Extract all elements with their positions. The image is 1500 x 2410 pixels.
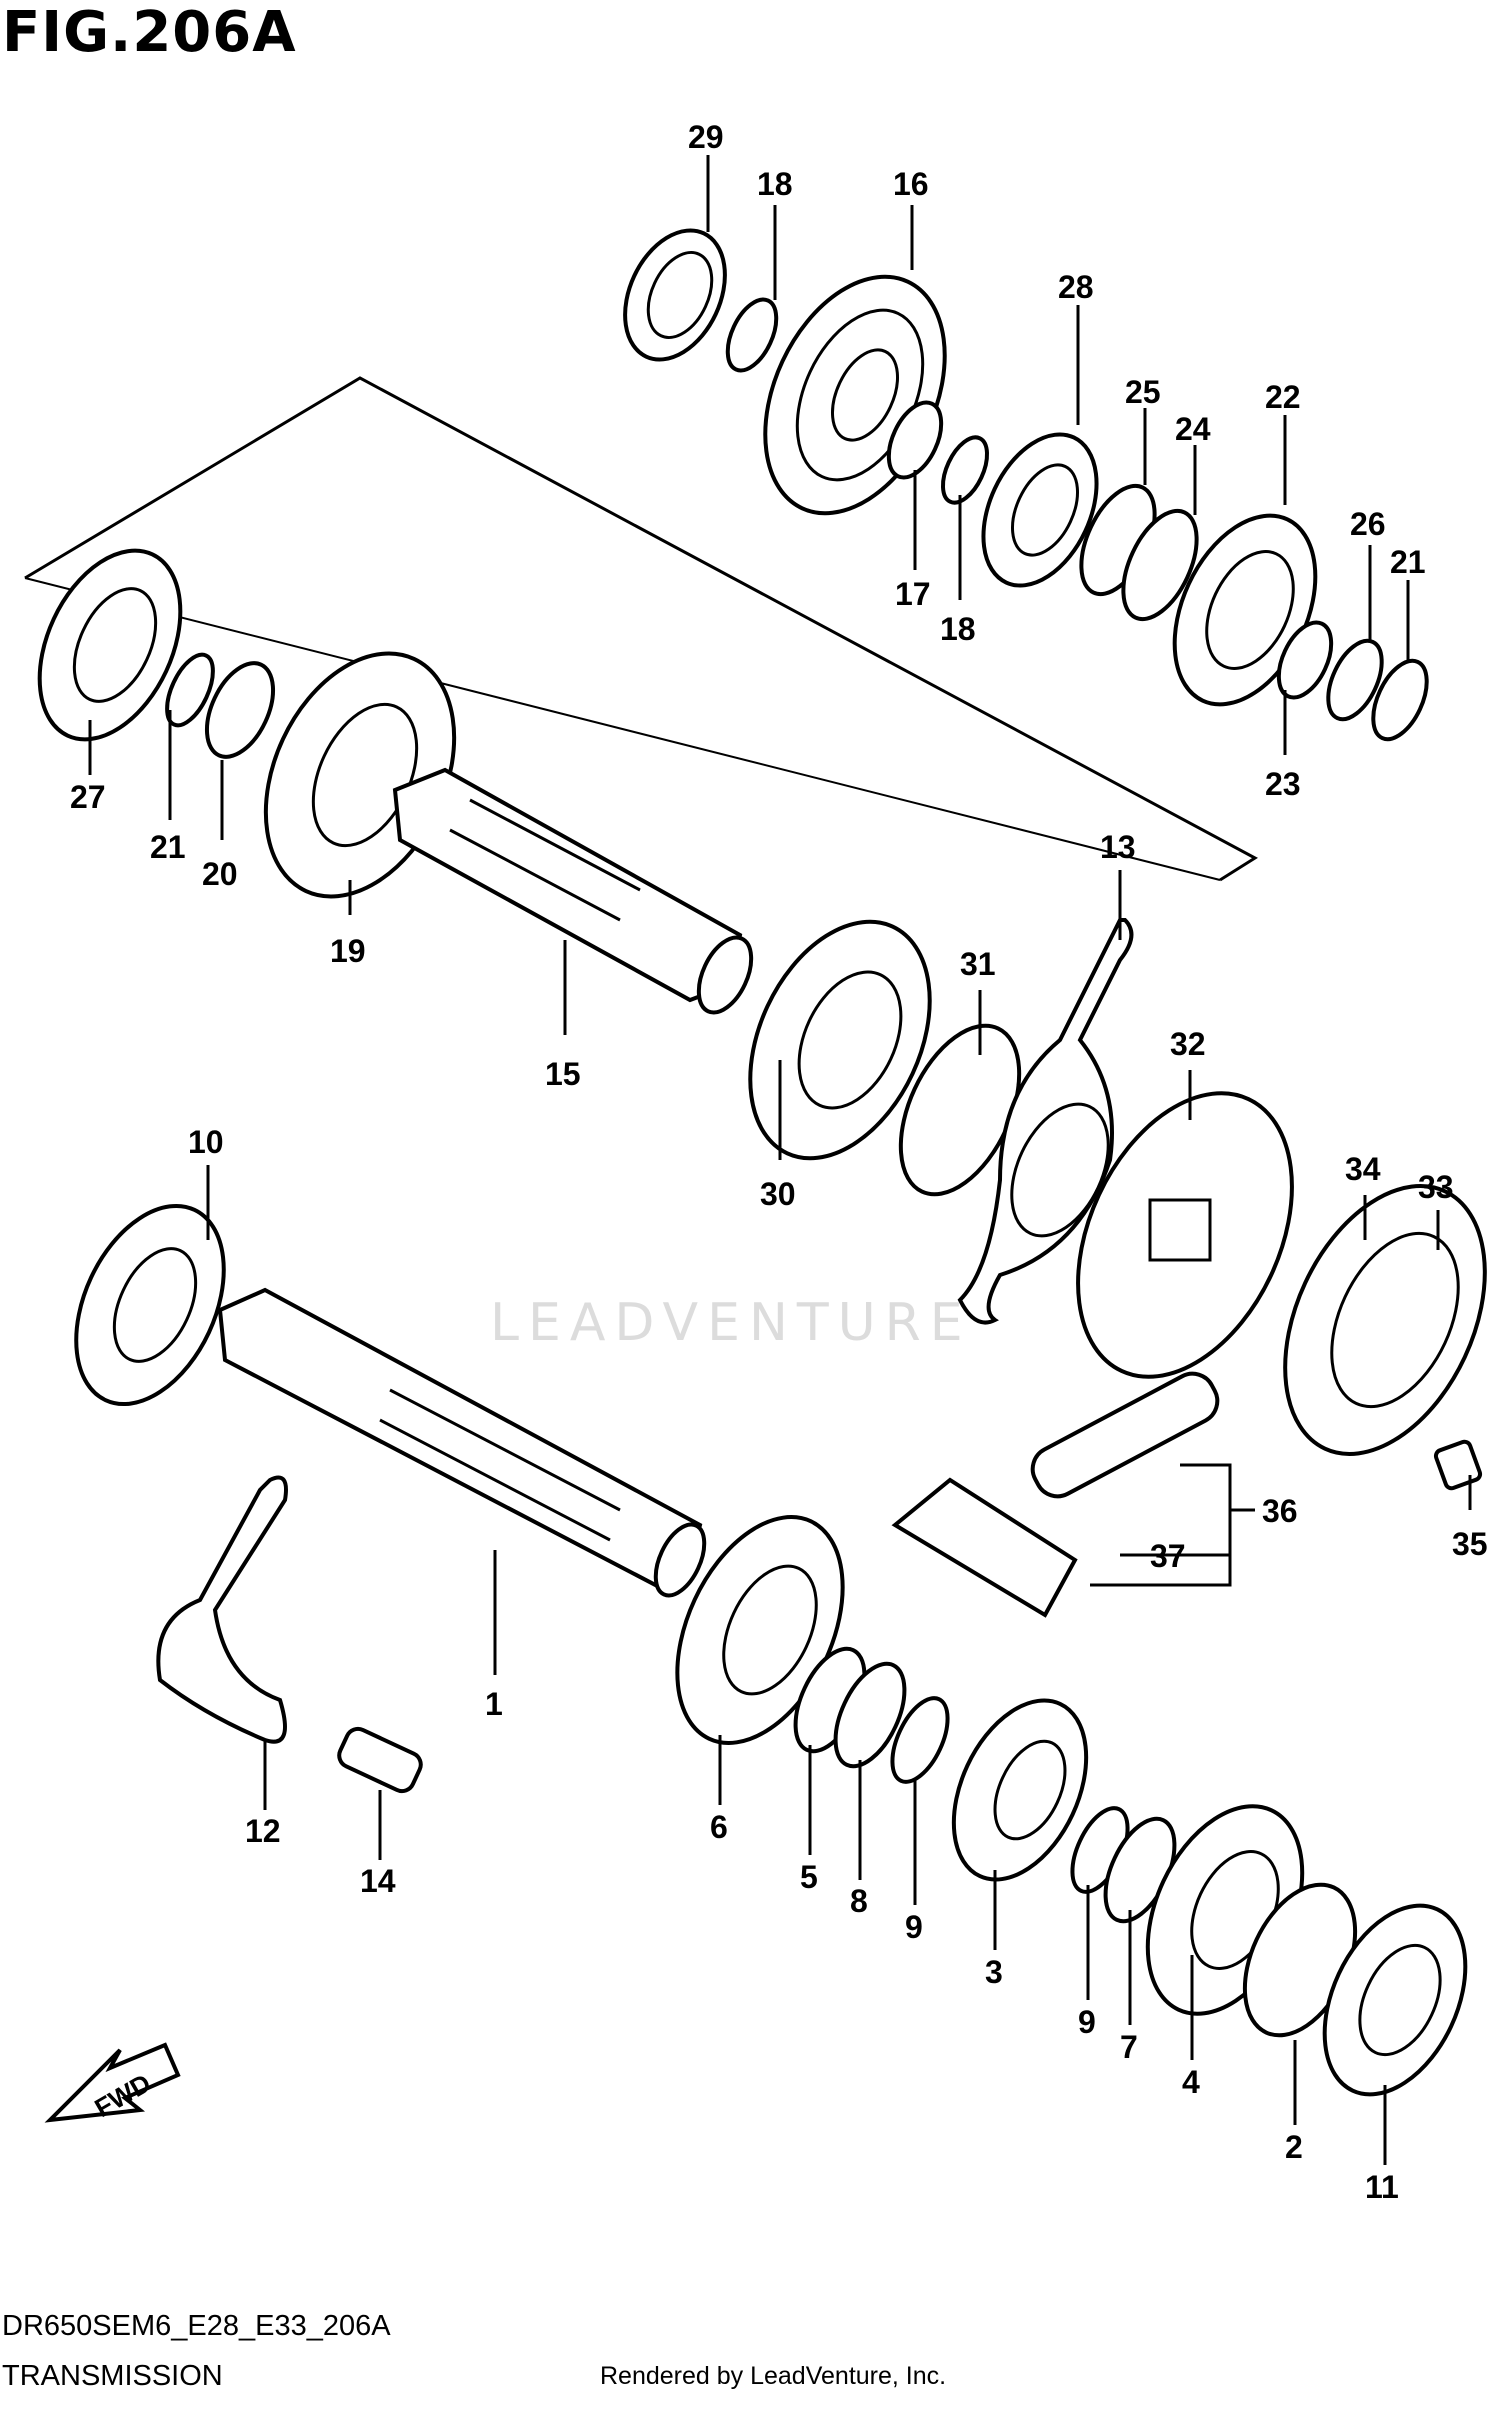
bushing-17	[886, 400, 944, 480]
bushing-20	[204, 661, 276, 759]
pin-14	[337, 1726, 423, 1794]
callout-17: 17	[895, 576, 931, 612]
callout-10: 10	[188, 1124, 224, 1160]
group-frame	[24, 376, 1258, 882]
bushing-24	[1121, 508, 1199, 622]
callout-20: 20	[202, 856, 238, 892]
callout-5: 5	[800, 1859, 818, 1895]
shim-18a	[725, 297, 779, 373]
callout-19: 19	[330, 933, 366, 969]
callout-25: 25	[1125, 374, 1161, 410]
retainer-12	[156, 1475, 288, 1744]
callout-36: 36	[1262, 1493, 1298, 1529]
fwd-arrow-icon: FWD	[44, 2042, 181, 2123]
callout-27: 27	[70, 779, 106, 815]
model-code: DR650SEM6_E28_E33_206A	[2, 2310, 391, 2342]
callout-29: 29	[688, 119, 724, 155]
callout-1: 1	[485, 1686, 503, 1722]
callout-22: 22	[1265, 379, 1301, 415]
render-credit: Rendered by LeadVenture, Inc.	[600, 2362, 947, 2390]
bearing-30	[748, 919, 932, 1161]
washer-26	[1326, 638, 1384, 722]
driveshaft-15	[392, 767, 754, 1015]
countershaft-1	[217, 1287, 707, 1598]
callout-4: 4	[1182, 2064, 1200, 2100]
callout-21-right: 21	[1390, 544, 1426, 580]
callout-9-left: 9	[905, 1909, 923, 1945]
gear-22	[1172, 513, 1318, 707]
leader-lines	[88, 155, 1472, 2165]
sprocket-32	[1076, 1091, 1294, 1379]
callout-15: 15	[545, 1056, 581, 1092]
callout-35: 35	[1452, 1526, 1488, 1562]
callout-30: 30	[760, 1176, 796, 1212]
callout-9-right: 9	[1078, 2004, 1096, 2040]
bracket-36-37	[1090, 1463, 1232, 1587]
washer-8	[833, 1661, 907, 1769]
callout-18-lower: 18	[940, 611, 976, 647]
circlip-21b	[1371, 658, 1429, 742]
master-link-37	[891, 1477, 1078, 1618]
callout-3: 3	[985, 1954, 1003, 1990]
gear-16	[763, 274, 947, 516]
callout-21-left: 21	[150, 829, 186, 865]
figure-title: FIG.206A	[2, 0, 297, 65]
circlip-21a	[165, 652, 215, 728]
callout-18: 18	[757, 166, 793, 202]
callout-2: 2	[1285, 2129, 1303, 2165]
callout-34: 34	[1345, 1151, 1381, 1187]
gear-27	[37, 548, 183, 742]
callout-37: 37	[1150, 1538, 1186, 1574]
callout-16: 16	[893, 166, 929, 202]
callout-26: 26	[1350, 506, 1386, 542]
callout-23: 23	[1265, 766, 1301, 802]
figure-name: TRANSMISSION	[2, 2360, 223, 2392]
callout-24: 24	[1175, 411, 1211, 447]
callout-14: 14	[360, 1863, 396, 1899]
callout-13: 13	[1100, 829, 1136, 865]
callout-12: 12	[245, 1813, 281, 1849]
plate-13	[957, 918, 1134, 1325]
callout-33: 33	[1418, 1169, 1454, 1205]
callout-8: 8	[850, 1883, 868, 1919]
watermark: LEADVENTURE	[490, 1293, 972, 1353]
gear-28	[981, 432, 1099, 588]
bearing-29	[623, 228, 727, 362]
sprocket-plate-33	[1283, 1184, 1487, 1456]
bearing-10	[74, 1203, 226, 1407]
bolt-35	[1433, 1439, 1483, 1491]
bearing-11	[1322, 1903, 1468, 2097]
callout-11: 11	[1365, 2169, 1399, 2205]
callout-6: 6	[710, 1809, 728, 1845]
callout-7: 7	[1120, 2029, 1138, 2065]
bushing-23	[1276, 620, 1334, 700]
circlip-9a	[890, 1696, 950, 1784]
callout-28: 28	[1058, 269, 1094, 305]
callout-32: 32	[1170, 1026, 1206, 1062]
washer-18b	[940, 435, 990, 505]
drive-chain-36	[1030, 1371, 1220, 1499]
callout-31: 31	[960, 946, 996, 982]
gear-3	[951, 1698, 1089, 1882]
